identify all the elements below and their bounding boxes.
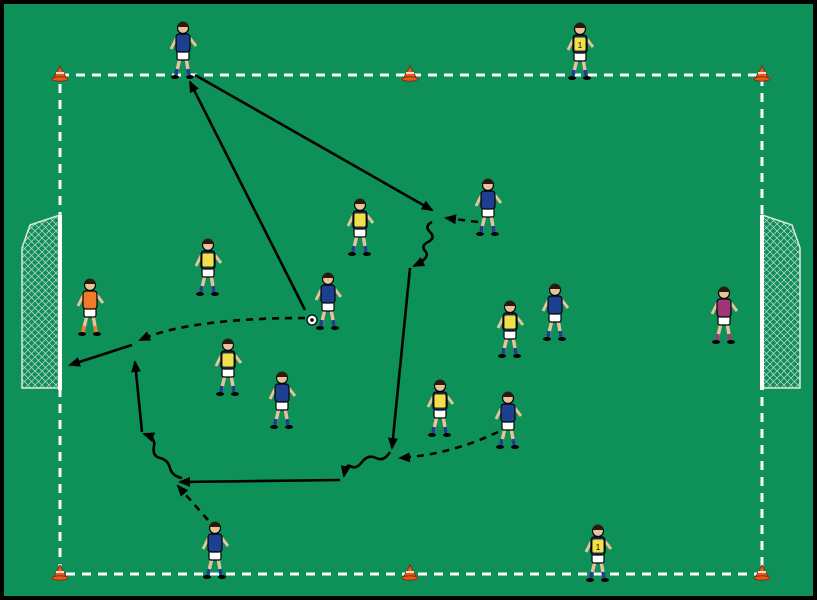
pass-arrow (188, 80, 307, 311)
player-icon: 1 (566, 22, 595, 80)
dribble-arrow (142, 432, 183, 480)
cone-icon (51, 564, 69, 581)
player-icon (268, 371, 297, 429)
player-icon (169, 21, 198, 79)
pass-arrow (388, 267, 412, 450)
pass-arrow (131, 360, 144, 433)
pass-arrow (178, 476, 341, 487)
player-icon (541, 283, 570, 341)
player-icon (496, 300, 525, 358)
player-icon (474, 178, 503, 236)
player-icon: 1 (584, 524, 613, 582)
run-arrow (138, 316, 306, 342)
player-icon (76, 278, 105, 336)
player-icon (494, 391, 523, 449)
goal-icon (760, 213, 801, 390)
player-icon (214, 338, 243, 396)
cone-icon (401, 65, 419, 82)
bib-number: 1 (596, 543, 601, 552)
pass-arrow (194, 73, 434, 212)
cone-icon (753, 65, 771, 82)
ball-icon (306, 314, 318, 326)
pass-arrow (68, 343, 133, 367)
drill-arrows (68, 73, 499, 521)
cone-icon (753, 564, 771, 581)
player-icon (314, 272, 343, 330)
player-icon (194, 238, 223, 296)
cone-icon (401, 564, 419, 581)
dribble-arrow (340, 451, 392, 478)
player-icon (710, 286, 739, 344)
player-icon (346, 198, 375, 256)
run-arrow (444, 214, 479, 225)
player-icon (201, 521, 230, 579)
player-icon (426, 379, 455, 437)
dribble-arrow (412, 220, 434, 268)
goal-icon (21, 213, 62, 390)
bib-number: 1 (578, 41, 583, 50)
cone-icon (51, 65, 69, 82)
